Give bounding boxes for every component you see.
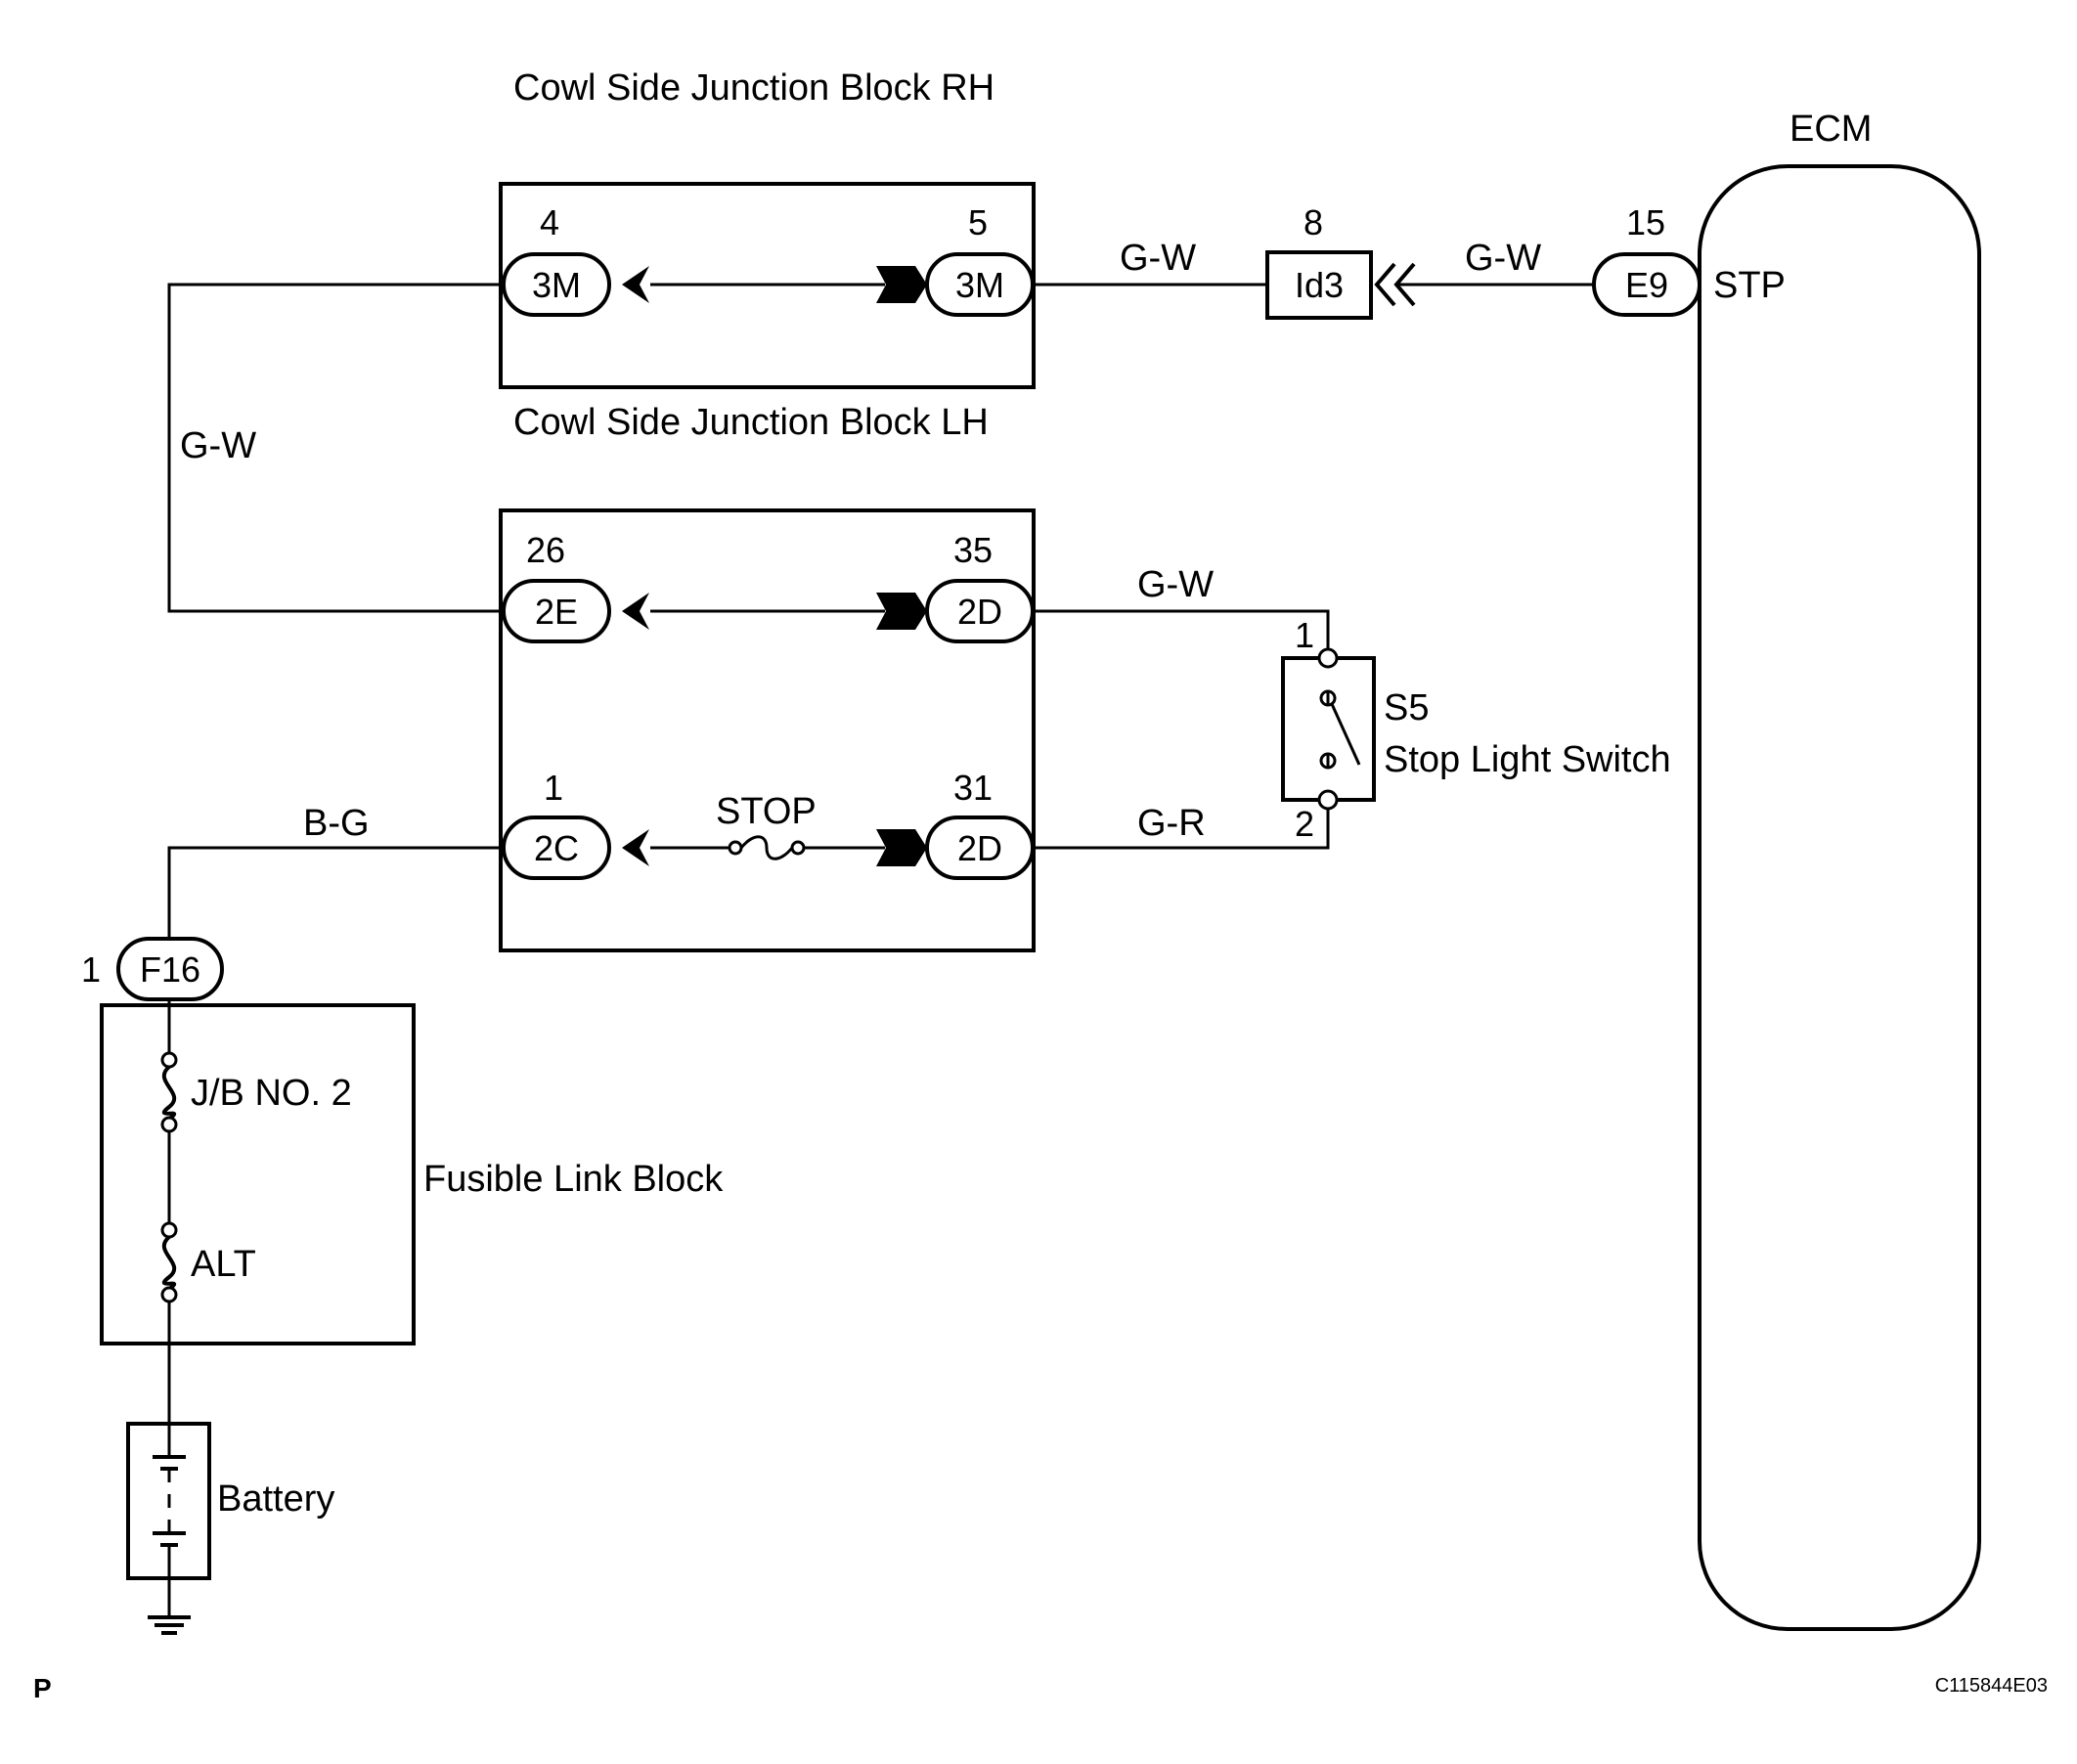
- connector-2d-bottom-label: 2D: [957, 828, 1002, 868]
- gr-from-switch-label: G-R: [1137, 803, 1206, 844]
- fusible-link-block-label: Fusible Link Block: [423, 1159, 724, 1200]
- ecm-box: [1698, 164, 1981, 1631]
- pin-1-lh: 1: [544, 768, 563, 808]
- junction-block-lh-title: Cowl Side Junction Block LH: [513, 402, 989, 443]
- junction-block-rh-title: Cowl Side Junction Block RH: [513, 67, 994, 109]
- connector-3m-left-label: 3M: [532, 265, 581, 305]
- gw-id3-to-ecm-label: G-W: [1465, 238, 1541, 279]
- id3-chevron-1: [1374, 262, 1396, 307]
- lh-top-right-arrow: [876, 593, 927, 630]
- gw-to-switch-label: G-W: [1137, 564, 1214, 605]
- junction-block-lh: [499, 508, 1036, 952]
- id3-chevron-2: [1393, 262, 1416, 307]
- ecm-stp-label: STP: [1713, 265, 1786, 306]
- stop-fuse-label: STOP: [716, 791, 817, 832]
- alt-fuse-label: ALT: [191, 1244, 256, 1285]
- pin-35: 35: [953, 530, 993, 570]
- fusible-link-block: [100, 1003, 416, 1345]
- switch-terminal-2: [1317, 789, 1339, 811]
- alt-fuse-icon: [161, 1235, 177, 1291]
- ecm-label: ECM: [1790, 109, 1872, 150]
- battery-label: Battery: [217, 1478, 334, 1520]
- jb-no2-fuse-icon: [161, 1065, 177, 1121]
- switch-code: S5: [1384, 687, 1429, 728]
- figure-id-label: C115844E03: [1935, 1675, 2048, 1697]
- lh-bottom-right-arrow: [876, 829, 927, 866]
- jb-fuse-terminal-bottom: [160, 1116, 178, 1133]
- switch-pin-2: 2: [1295, 804, 1314, 844]
- pin-31: 31: [953, 768, 993, 808]
- stop-fuse-terminal-right: [790, 840, 806, 856]
- stop-light-switch-box: [1281, 656, 1376, 802]
- alt-fuse-terminal-bottom: [160, 1286, 178, 1303]
- rh-left-arrow: [622, 266, 649, 303]
- connector-3m-right-label: 3M: [955, 265, 1004, 305]
- stop-fuse-terminal-left: [728, 840, 743, 856]
- connector-2e-label: 2E: [535, 592, 578, 632]
- lh-bottom-left-arrow: [622, 829, 649, 866]
- gw-left-label: G-W: [180, 425, 256, 466]
- switch-terminal-1: [1317, 647, 1339, 669]
- id3-pin-8: 8: [1304, 202, 1323, 243]
- gw-left-wire: [167, 283, 504, 613]
- jb-no2-fuse-label: J/B NO. 2: [191, 1073, 352, 1114]
- pin-26: 26: [526, 530, 565, 570]
- switch-blade: [1330, 703, 1361, 766]
- id3-label: Id3: [1295, 265, 1344, 305]
- corner-label-left: P: [33, 1673, 52, 1703]
- connector-f16-label: F16: [140, 949, 200, 990]
- connector-2d-top-label: 2D: [957, 592, 1002, 632]
- id3-connector: [1265, 250, 1373, 320]
- rh-right-arrow: [876, 266, 927, 303]
- bg-wire: [167, 846, 504, 937]
- stop-fuse-icon: [739, 835, 794, 860]
- f16-pin-1: 1: [81, 949, 101, 990]
- lh-top-left-arrow: [622, 593, 649, 630]
- gr-from-switch-wire: [1033, 800, 1330, 850]
- gw-to-switch-wire: [1033, 609, 1330, 658]
- pin-4: 4: [540, 202, 559, 243]
- switch-name: Stop Light Switch: [1384, 739, 1671, 780]
- alt-fuse-terminal-top: [160, 1221, 178, 1239]
- switch-pin-1: 1: [1295, 615, 1314, 655]
- connector-e9-label: E9: [1625, 265, 1668, 305]
- gw-jb-to-id3-label: G-W: [1120, 238, 1196, 279]
- connector-2c-label: 2C: [534, 828, 579, 868]
- jb-fuse-terminal-top: [160, 1051, 178, 1069]
- bg-label: B-G: [303, 803, 370, 844]
- pin-5: 5: [968, 202, 988, 243]
- ecm-pin-15: 15: [1626, 202, 1665, 243]
